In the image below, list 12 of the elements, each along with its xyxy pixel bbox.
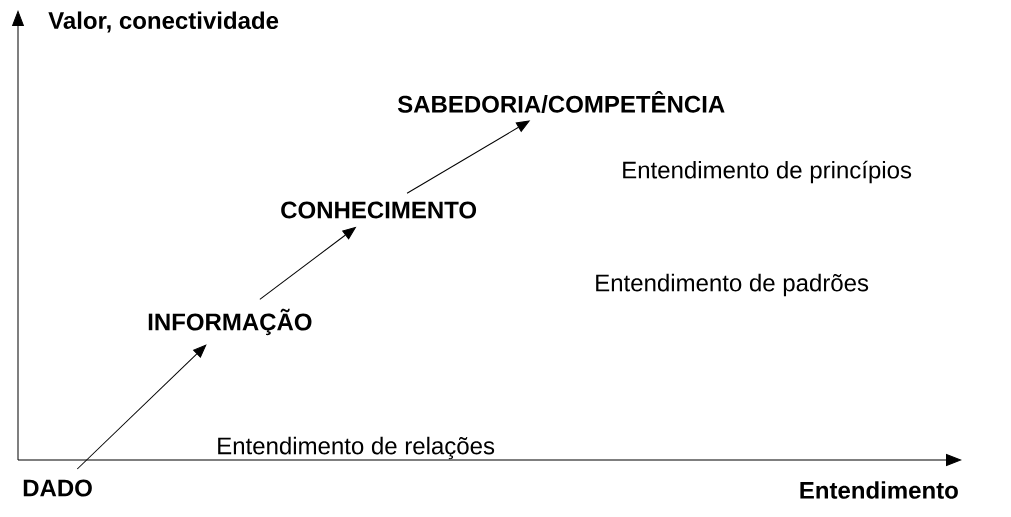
level-label: Entendimento de princípios bbox=[623, 160, 912, 184]
level-label: Entendimento de padrões bbox=[596, 273, 869, 297]
arrow bbox=[259, 227, 356, 300]
arrow bbox=[76, 344, 207, 470]
arrow bbox=[406, 120, 530, 194]
level-label: Entendimento de relações bbox=[218, 436, 495, 460]
axis-label: Entendimento bbox=[800, 481, 958, 499]
stage-label: DADO bbox=[23, 479, 92, 497]
stage-label: CONHECIMENTO bbox=[281, 201, 477, 219]
stage-label: SABEDORIA/COMPETÊNCIA bbox=[397, 91, 725, 113]
stage-label: INFORMAÇÃO bbox=[148, 308, 312, 336]
axis-label: Valor, conectividade bbox=[48, 11, 279, 33]
